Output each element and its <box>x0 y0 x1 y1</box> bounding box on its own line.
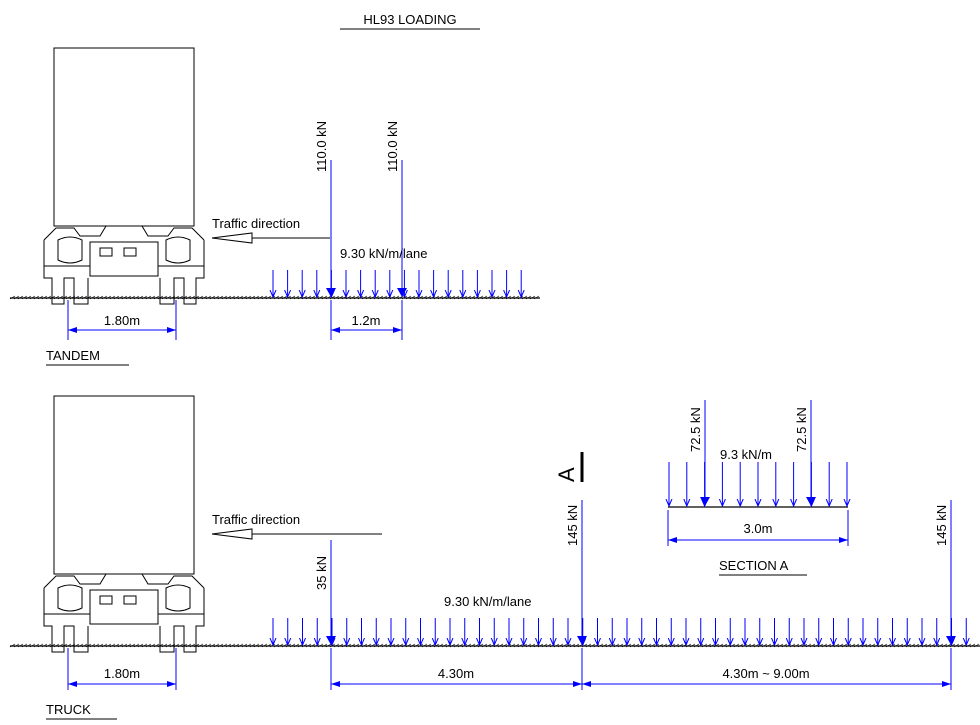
truck-icon <box>43 395 205 653</box>
tandem-lane-load-arrows <box>273 270 521 297</box>
truck-lane-load-arrows <box>273 618 966 645</box>
truck-gauge-label: 1.80m <box>104 666 140 681</box>
tandem-label: TANDEM <box>46 348 100 363</box>
section-a-line-load-arrows <box>669 462 847 506</box>
section-mark-label: A <box>554 467 579 482</box>
tandem-spacing-label: 1.2m <box>352 313 381 328</box>
truck-lane-load-label: 9.30 kN/m/lane <box>444 594 531 609</box>
tandem-gauge-label: 1.80m <box>104 313 140 328</box>
truck-traffic-arrow <box>211 528 382 540</box>
section-a-label: SECTION A <box>719 558 789 573</box>
tandem-axle-load-label-2: 110.0 kN <box>385 121 400 172</box>
section-a-wheel-load-label-2: 72.5 kN <box>794 407 809 452</box>
truck-traffic-label: Traffic direction <box>212 512 300 527</box>
section-a-wheel-load-label-1: 72.5 kN <box>688 407 703 452</box>
tandem-lane-load-label: 9.30 kN/m/lane <box>340 246 427 261</box>
truck-axle-load-label-mid: 145 kN <box>565 505 580 546</box>
tandem-axle-load-label-1: 110.0 kN <box>314 121 329 172</box>
section-a-width-label: 3.0m <box>744 521 773 536</box>
diagram-title: HL93 LOADING <box>363 12 456 27</box>
tandem-traffic-label: Traffic direction <box>212 216 300 231</box>
tandem-traffic-arrow <box>211 232 330 244</box>
tandem-truck-icon <box>43 47 205 305</box>
truck-spacing-2-label: 4.30m ~ 9.00m <box>722 666 809 681</box>
truck-axle-load-label-front: 35 kN <box>314 556 329 590</box>
truck-label: TRUCK <box>46 702 91 717</box>
section-a-line-load-label: 9.3 kN/m <box>720 447 772 462</box>
truck-spacing-1-label: 4.30m <box>438 666 474 681</box>
truck-axle-load-label-rear: 145 kN <box>934 505 949 546</box>
